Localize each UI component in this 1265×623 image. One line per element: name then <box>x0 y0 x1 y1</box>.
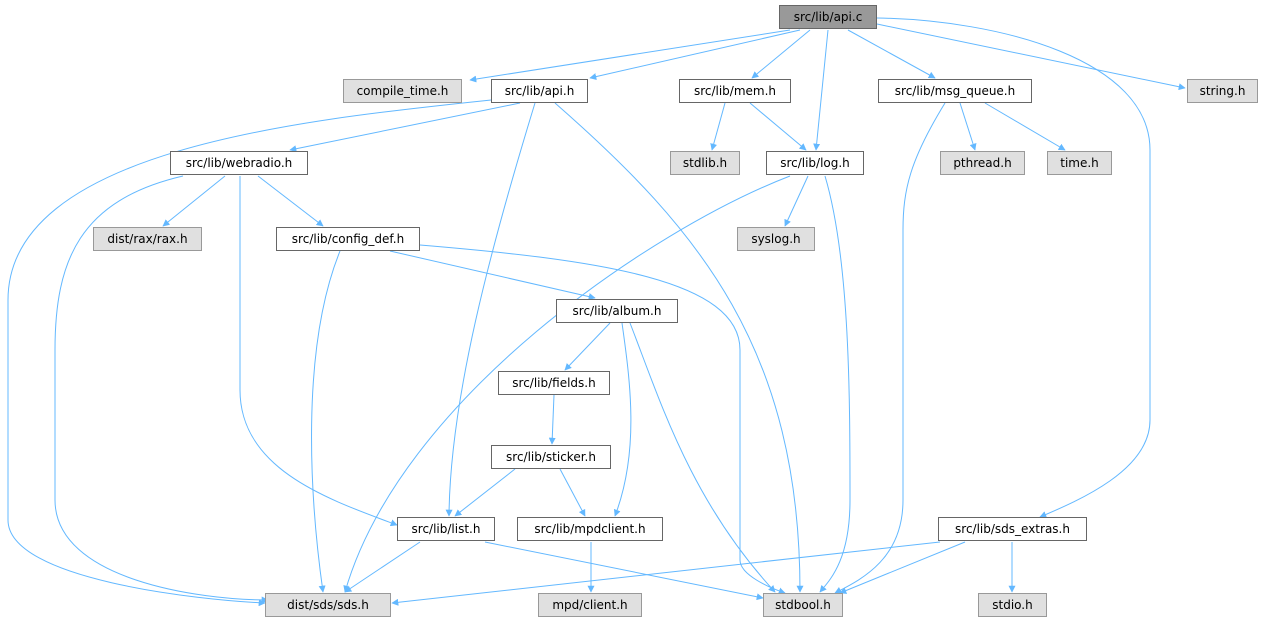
edge-api_c-to-string_h <box>876 23 1186 91</box>
node-time-h: time.h <box>1047 151 1112 175</box>
edge-webradio_h-to-rax_h <box>162 175 226 227</box>
edge-msg_queue_h-to-time_h <box>984 102 1066 151</box>
edge-album_h-to-fields_h <box>564 322 611 371</box>
node-sds-extras-h[interactable]: src/lib/sds_extras.h <box>938 517 1087 541</box>
node-label: compile_time.h <box>356 84 449 98</box>
node-stdbool-h: stdbool.h <box>763 593 843 617</box>
node-fields-h[interactable]: src/lib/fields.h <box>498 371 610 395</box>
node-label: src/lib/mem.h <box>693 84 777 98</box>
edge-msg_queue_h-to-stdbool_h <box>834 102 946 594</box>
edge-sticker_h-to-mpdclient_h <box>559 468 586 517</box>
node-label: src/lib/config_def.h <box>291 232 405 246</box>
edge-msg_queue_h-to-pthread_h <box>959 102 977 151</box>
edge-sticker_h-to-list_h <box>454 468 516 517</box>
node-api-c[interactable]: src/lib/api.c <box>779 5 877 29</box>
node-msg-queue-h[interactable]: src/lib/msg_queue.h <box>878 79 1032 103</box>
edge-log_h-to-syslog_h <box>784 175 809 227</box>
node-list-h[interactable]: src/lib/list.h <box>397 517 495 541</box>
edge-mem_h-to-stdlib_h <box>710 102 726 151</box>
edge-log_h-to-stdbool_h <box>819 175 851 593</box>
node-label: src/lib/fields.h <box>512 376 596 390</box>
node-string-h: string.h <box>1187 79 1258 103</box>
node-label: syslog.h <box>751 232 801 246</box>
edge-album_h-to-stdbool_h <box>629 322 776 593</box>
edge-api_c-to-sds_extras_h <box>876 17 1151 518</box>
node-mem-h[interactable]: src/lib/mem.h <box>679 79 791 103</box>
node-label: stdbool.h <box>775 598 831 612</box>
node-config-def-h[interactable]: src/lib/config_def.h <box>276 227 420 251</box>
edge-list_h-to-sds_h <box>344 541 421 593</box>
edge-config_def_h-to-sds_h <box>311 250 341 593</box>
node-syslog-h: syslog.h <box>737 227 815 251</box>
edge-webradio_h-to-sds_h <box>54 175 269 604</box>
node-label: src/lib/album.h <box>572 304 662 318</box>
node-label: mpd/client.h <box>552 598 628 612</box>
node-label: src/lib/webradio.h <box>185 156 293 170</box>
node-label: dist/sds/sds.h <box>287 598 369 612</box>
node-label: src/lib/list.h <box>411 522 481 536</box>
node-rax-h: dist/rax/rax.h <box>93 227 202 251</box>
node-sticker-h[interactable]: src/lib/sticker.h <box>491 445 611 469</box>
edge-api_h-to-stdbool_h <box>554 102 804 593</box>
node-label: src/lib/api.h <box>504 84 575 98</box>
node-label: src/lib/api.c <box>793 10 863 24</box>
node-label: src/lib/msg_queue.h <box>894 84 1016 98</box>
edge-api_c-to-msg_queue_h <box>847 29 936 79</box>
node-compile-time-h: compile_time.h <box>343 79 462 103</box>
node-label: src/lib/sds_extras.h <box>955 522 1070 536</box>
edge-fields_h-to-sticker_h <box>548 394 556 445</box>
node-label: pthread.h <box>953 156 1012 170</box>
edge-api_c-to-mem_h <box>751 29 811 79</box>
node-label: dist/rax/rax.h <box>107 232 188 246</box>
edge-api_h-to-sds_h <box>7 99 492 607</box>
node-label: time.h <box>1060 156 1099 170</box>
node-label: src/lib/sticker.h <box>506 450 596 464</box>
node-sds-h: dist/sds/sds.h <box>265 593 391 617</box>
edge-api_c-to-api_h <box>589 29 801 81</box>
node-mpdclient-h[interactable]: src/lib/mpdclient.h <box>517 517 663 541</box>
node-stdio-h: stdio.h <box>978 593 1047 617</box>
node-label: stdlib.h <box>682 156 728 170</box>
node-api-h[interactable]: src/lib/api.h <box>491 79 588 103</box>
node-webradio-h[interactable]: src/lib/webradio.h <box>170 151 308 175</box>
node-stdlib-h: stdlib.h <box>670 151 740 175</box>
edge-api_h-to-list_h <box>445 102 536 517</box>
edge-sds_extras_h-to-stdbool_h <box>839 541 966 594</box>
edge-webradio_h-to-config_def_h <box>257 175 324 227</box>
node-pthread-h: pthread.h <box>940 151 1025 175</box>
edge-config_def_h-to-stdbool_h <box>419 244 786 595</box>
node-label: src/lib/mpdclient.h <box>534 522 646 536</box>
edge-config_def_h-to-album_h <box>389 250 596 301</box>
node-label: string.h <box>1199 84 1246 98</box>
node-label: src/lib/log.h <box>780 156 850 170</box>
edge-album_h-to-mpdclient_h <box>613 322 632 517</box>
node-album-h[interactable]: src/lib/album.h <box>556 299 678 323</box>
node-client-h: mpd/client.h <box>538 593 642 617</box>
node-label: stdio.h <box>992 598 1033 612</box>
edge-api_h-to-webradio_h <box>289 102 521 153</box>
edge-list_h-to-stdbool_h <box>484 541 764 601</box>
edge-webradio_h-to-list_h <box>239 176 398 527</box>
edge-sds_extras_h-to-sds_h <box>391 541 941 606</box>
edge-api_c-to-log_h <box>813 29 829 151</box>
edge-api_c-to-compile_time_h <box>469 29 791 83</box>
node-log-h[interactable]: src/lib/log.h <box>766 151 864 175</box>
edge-log_h-to-sds_h <box>343 175 791 593</box>
edge-mem_h-to-log_h <box>749 102 807 151</box>
